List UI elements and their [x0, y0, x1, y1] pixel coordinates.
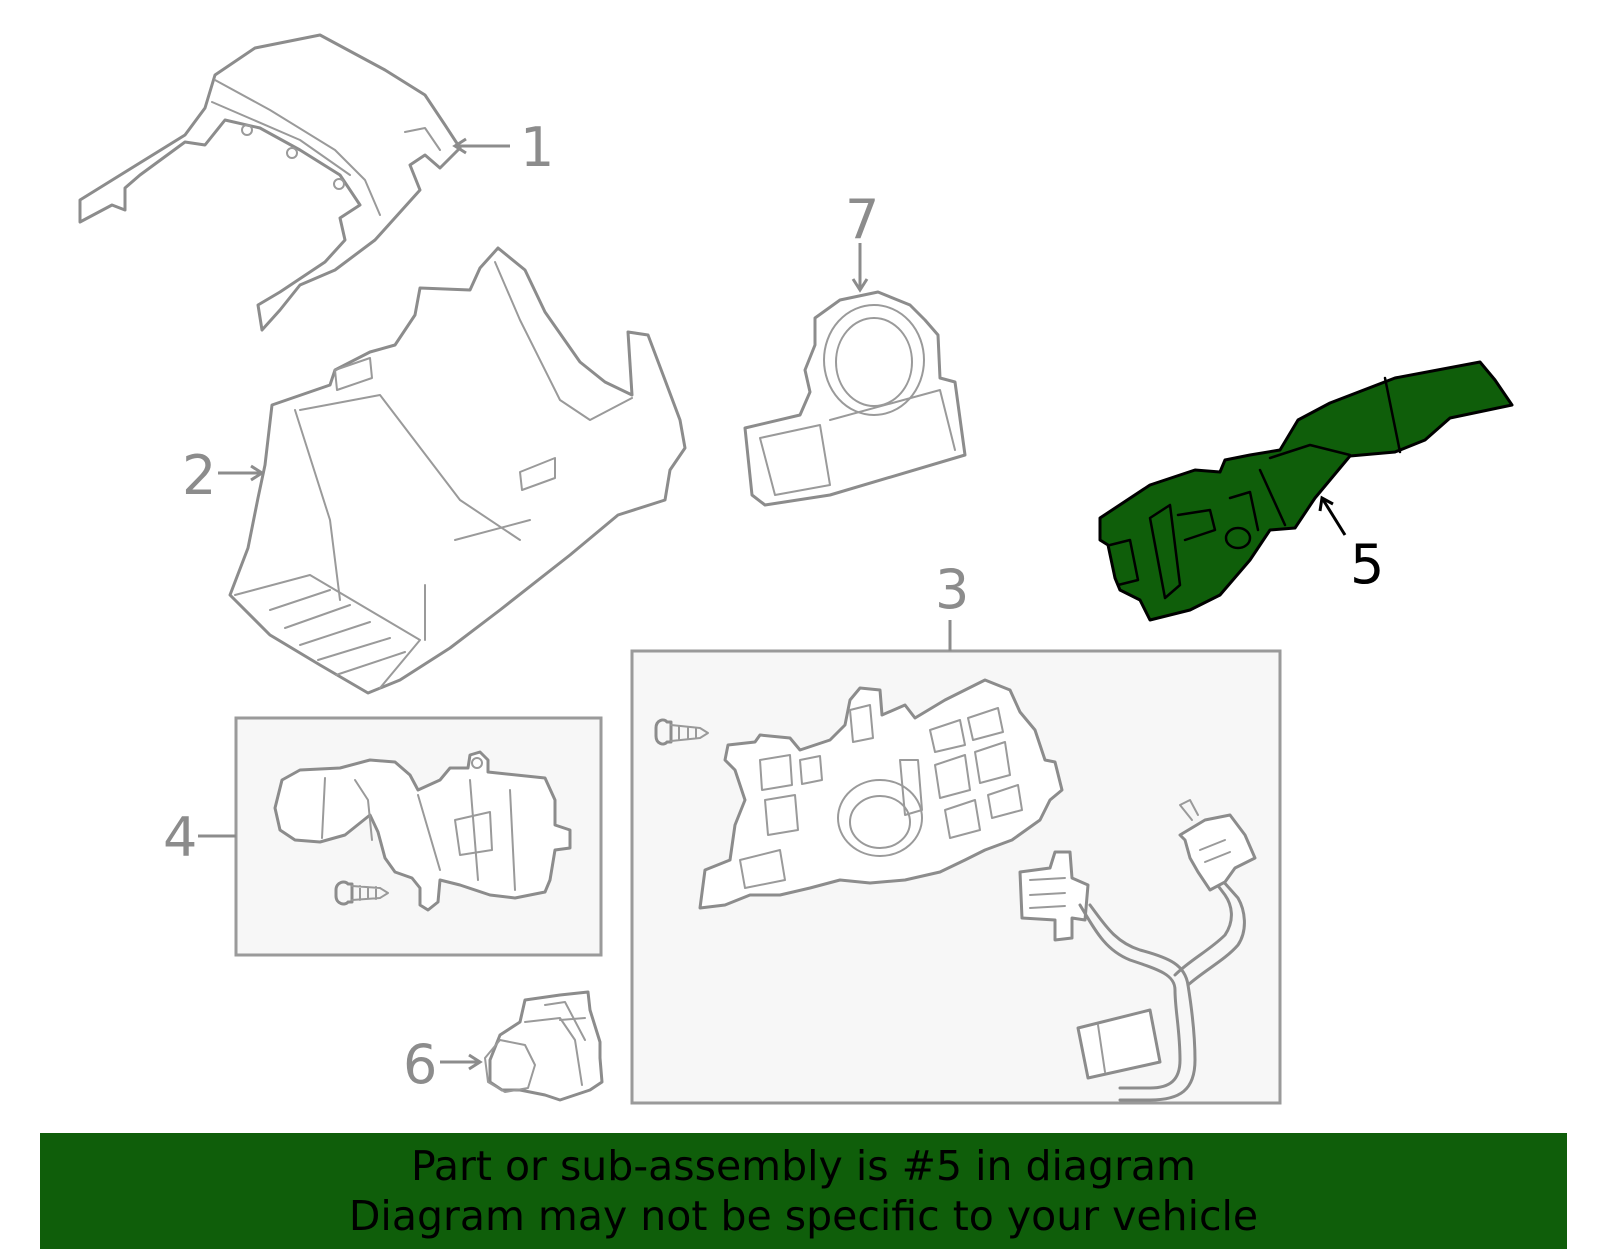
arrowhead-6 [468, 1053, 483, 1071]
callout-2[interactable]: 2 [182, 444, 216, 507]
callout-6[interactable]: 6 [403, 1033, 437, 1096]
arrowhead-1 [452, 137, 467, 155]
part-7-clockspring[interactable] [743, 290, 967, 507]
callout-5[interactable]: 5 [1350, 533, 1384, 596]
callout-1[interactable]: 1 [520, 116, 554, 179]
banner-line-disclaimer: Diagram may not be specific to your vehi… [348, 1192, 1259, 1240]
part-6-switch[interactable] [484, 990, 604, 1102]
callout-7[interactable]: 7 [845, 188, 879, 251]
arrowhead-7 [851, 278, 869, 293]
arrowhead-5 [1318, 495, 1334, 512]
part-3-switch-housing-kit[interactable] [654, 678, 1257, 1102]
callout-3[interactable]: 3 [935, 558, 969, 621]
part-2-lower-shroud[interactable] [228, 246, 687, 695]
part-4-switch-kit[interactable] [273, 750, 572, 912]
info-banner: Part or sub-assembly is #5 in diagram Di… [40, 1133, 1567, 1249]
callout-4[interactable]: 4 [163, 806, 197, 869]
arrowhead-2 [250, 464, 265, 482]
part-5-combination-switch[interactable] [1098, 360, 1514, 622]
leader-5 [1320, 497, 1347, 536]
banner-line-part-number: Part or sub-assembly is #5 in diagram [411, 1142, 1196, 1190]
part-1-upper-shroud[interactable] [78, 33, 462, 332]
